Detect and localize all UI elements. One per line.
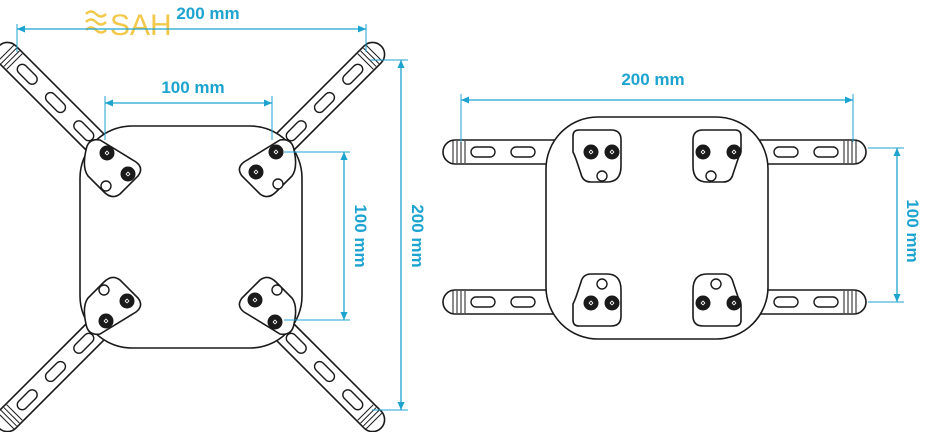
screw-icon	[247, 292, 263, 308]
dimension-height-outer: 200 mm	[370, 59, 427, 411]
brand-logo: SAH	[85, 9, 172, 42]
screw-icon	[695, 295, 711, 311]
screw-icon	[268, 144, 284, 160]
screw-icon	[583, 295, 599, 311]
screw-icon	[99, 145, 115, 161]
screw-icon	[695, 144, 711, 160]
screw-icon	[726, 295, 742, 311]
screw-icon	[583, 144, 599, 160]
right-bracket: 200 mm 100 mm	[442, 70, 922, 340]
mount-hole	[596, 170, 608, 182]
dimension-label: 100 mm	[161, 78, 224, 97]
mount-hole	[710, 278, 722, 290]
dimension-width: 200 mm	[460, 70, 854, 142]
screw-icon	[726, 144, 742, 160]
dimension-label: 100 mm	[351, 204, 370, 267]
mount-hole	[271, 284, 283, 296]
mount-hole	[596, 278, 608, 290]
dimension-width-outer: 200 mm	[16, 4, 367, 52]
screw-icon	[119, 293, 135, 309]
logo-text: SAH	[110, 9, 172, 42]
dimension-label: 200 mm	[408, 204, 427, 267]
left-bracket: 200 mm 100 mm 100 mm 200 mm	[0, 4, 427, 432]
screw-icon	[120, 166, 136, 182]
screw-icon	[604, 144, 620, 160]
dimension-height-inner: 100 mm	[284, 151, 370, 321]
screw-icon	[267, 314, 283, 330]
dimension-width-inner: 100 mm	[104, 78, 273, 140]
mount-hole	[100, 180, 112, 192]
screw-icon	[604, 295, 620, 311]
screw-icon	[98, 313, 114, 329]
mount-hole	[272, 178, 284, 190]
dimension-label: 200 mm	[176, 4, 239, 23]
mount-hole	[98, 284, 110, 296]
mount-hole	[705, 170, 717, 182]
dimension-height: 100 mm	[868, 147, 922, 303]
dimension-label: 100 mm	[903, 199, 922, 262]
screw-icon	[248, 164, 264, 180]
dimension-label: 200 mm	[621, 70, 684, 89]
